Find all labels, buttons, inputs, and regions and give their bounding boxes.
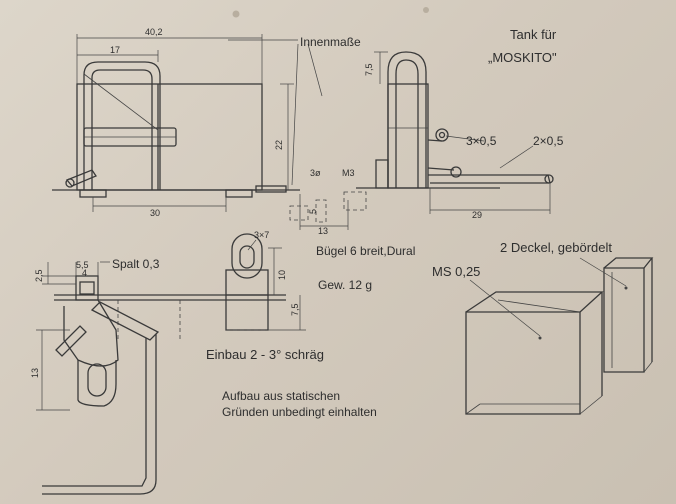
- dimension-lines-top-right: [374, 51, 551, 214]
- label-gewicht: Gew. 12 g: [318, 278, 372, 292]
- leader-ms: [469, 279, 541, 337]
- label-deckel: 2 Deckel, gebördelt: [500, 240, 612, 255]
- dim-4: 4: [82, 268, 87, 278]
- tank-side-view: [52, 61, 300, 198]
- dim-22: 22: [274, 140, 284, 150]
- dim-17: 17: [110, 45, 120, 55]
- label-tube-2x0-5: 2×0,5: [533, 134, 564, 148]
- dim-7-5-top: 7,5: [364, 63, 374, 76]
- label-aufbau-1: Aufbau aus statischen: [222, 389, 340, 403]
- dimension-lines-bottom-left: [36, 239, 306, 411]
- label-aufbau-2: Gründen unbedingt einhalten: [222, 405, 377, 419]
- label-tube-3x0-5: 3×0,5: [466, 134, 497, 148]
- title-line-2: „MOSKITO": [488, 50, 557, 65]
- label-einbau: Einbau 2 - 3° schräg: [206, 347, 324, 362]
- dim-2-5: 2,5: [34, 269, 44, 282]
- dim-13-left: 13: [30, 368, 40, 378]
- lid-sketch: [603, 257, 654, 373]
- punch-hole: [423, 7, 429, 13]
- label-buegel: Bügel 6 breit,Dural: [316, 244, 415, 258]
- dim-5: 5: [308, 209, 318, 214]
- dim-3x7: 3×7: [254, 230, 269, 240]
- dim-10: 10: [277, 270, 287, 280]
- dimension-lines-top-left: [76, 34, 323, 212]
- leader-deckel: [579, 257, 627, 287]
- dim-3-phi: 3ø: [310, 168, 321, 178]
- punch-hole: [232, 10, 240, 18]
- tank-front-view: [356, 51, 554, 189]
- label-spalt: Spalt 0,3: [112, 257, 160, 271]
- screw-detail: [289, 191, 367, 230]
- dim-40-2: 40,2: [145, 27, 163, 37]
- dim-M3: M3: [342, 168, 355, 178]
- dim-13-middle: 13: [318, 226, 328, 236]
- label-innenmasse: Innenmaße: [300, 35, 361, 49]
- title-line-1: Tank für: [510, 27, 557, 42]
- tank-body-sketch: [465, 291, 604, 415]
- installation-view: [42, 233, 286, 495]
- dim-7-5-mid: 7,5: [290, 303, 300, 316]
- dim-30: 30: [150, 208, 160, 218]
- dim-5-5: 5,5: [76, 260, 89, 270]
- label-ms-0-25: MS 0,25: [432, 264, 480, 279]
- dim-29: 29: [472, 210, 482, 220]
